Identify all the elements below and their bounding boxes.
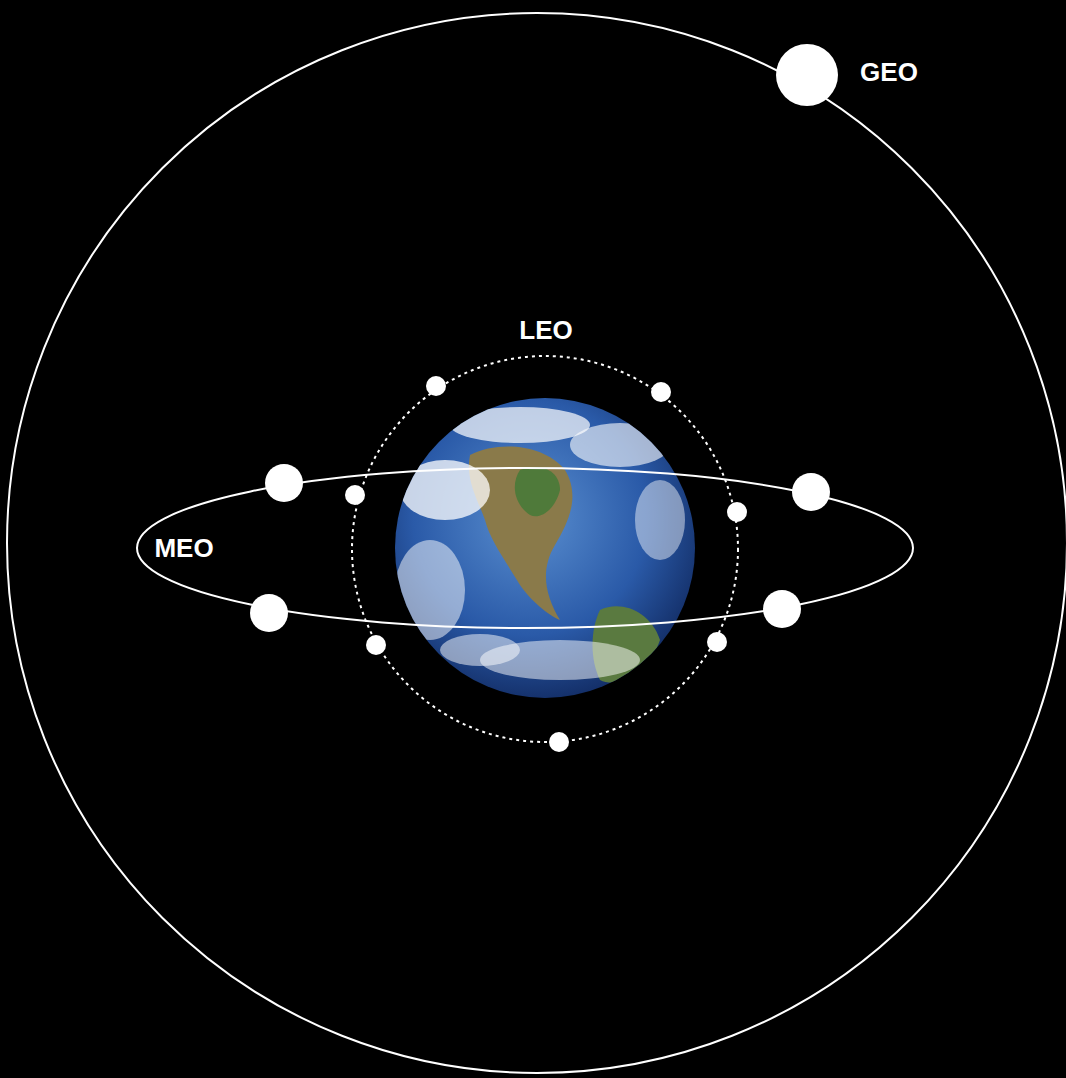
- geo-orbit: [7, 13, 1066, 1073]
- meo-satellites: [250, 464, 830, 632]
- orbit-label: GEO: [858, 58, 920, 86]
- earth: [395, 398, 695, 698]
- orbit-label: LEO: [517, 316, 574, 344]
- orbit-label: MEO: [152, 534, 215, 562]
- leo-satellites: [345, 376, 747, 752]
- geo-satellite: [776, 44, 838, 106]
- leo-orbit: [352, 356, 738, 742]
